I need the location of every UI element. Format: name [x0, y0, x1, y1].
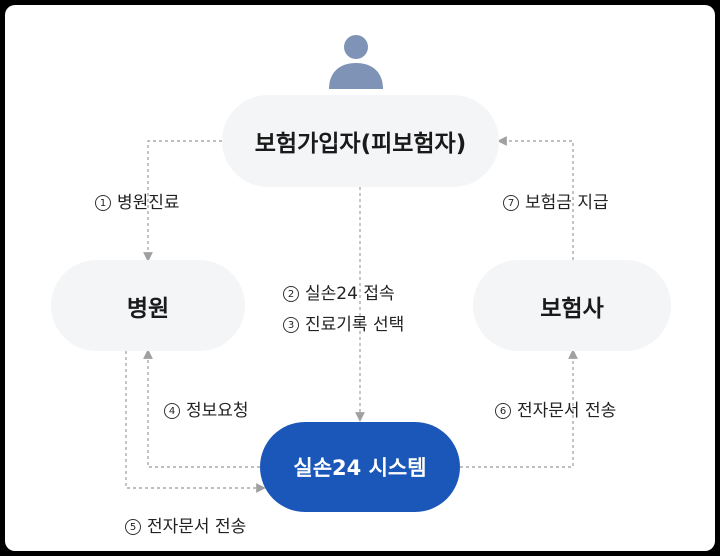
person-icon — [329, 35, 383, 89]
node-system: 실손24 시스템 — [260, 422, 460, 512]
node-hospital-label: 병원 — [126, 295, 170, 322]
node-system-label: 실손24 시스템 — [293, 456, 427, 480]
node-insured: 보험가입자(피보험자) — [222, 95, 499, 187]
arrow-step-1 — [143, 140, 222, 262]
node-hospital: 병원 — [51, 260, 245, 351]
step-number-3: 3 — [283, 317, 299, 333]
step-number-5: 5 — [125, 519, 141, 535]
arrow-step-5 — [125, 351, 266, 493]
node-insured-label: 보험가입자(피보험자) — [254, 131, 467, 157]
arrow-step-6 — [460, 349, 578, 468]
step-number-4: 4 — [164, 403, 180, 419]
node-insurer: 보험사 — [473, 260, 671, 351]
arrow-step-4 — [143, 349, 260, 468]
connector-lines — [125, 136, 578, 493]
arrow-step-7 — [497, 136, 574, 260]
step-number-7: 7 — [503, 195, 519, 211]
node-insurer-label: 보험사 — [540, 295, 604, 322]
step-number-6: 6 — [495, 403, 511, 419]
step-number-1: 1 — [95, 195, 111, 211]
step-number-2: 2 — [283, 286, 299, 302]
